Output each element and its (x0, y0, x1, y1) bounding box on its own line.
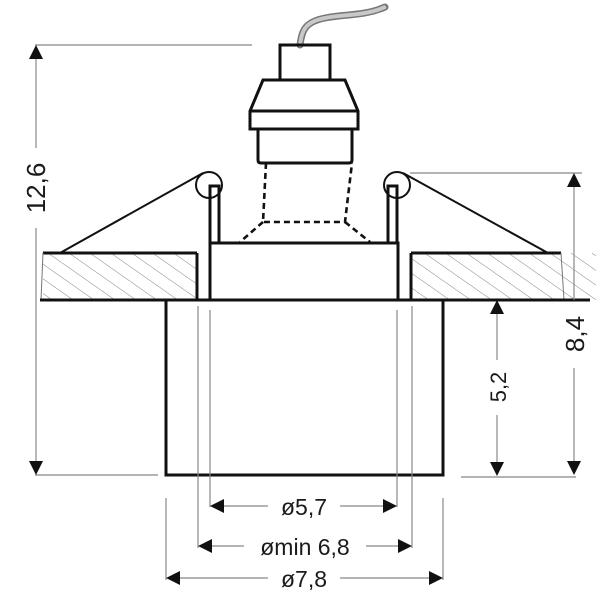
label-cutout-diameter: ømin 6,8 (260, 534, 349, 560)
label-total-height: 12,6 (21, 163, 51, 214)
hex-socket (248, 78, 360, 131)
ceiling-panel-right (409, 251, 596, 301)
dim-inner-diameter: ø5,7 (210, 494, 397, 520)
dim-cutout-diameter: ømin 6,8 (198, 534, 412, 560)
dim-outer-diameter: ø7,8 (166, 566, 443, 592)
dim-visible-height: 5,2 (461, 300, 576, 478)
label-visible-height: 5,2 (486, 372, 511, 403)
left-spring-clip (59, 171, 223, 254)
socket-neck (256, 129, 354, 165)
housing (208, 241, 400, 302)
ceiling-panel-left (40, 251, 199, 301)
lamp-bulb-outline (261, 162, 354, 224)
label-outer-diameter: ø7,8 (281, 566, 327, 592)
label-inner-diameter: ø5,7 (281, 494, 327, 520)
dim-height-below-clip: 8,4 (410, 172, 590, 475)
left-post (208, 184, 221, 245)
trim-cylinder (164, 298, 445, 477)
lamp-holder-cap (278, 43, 332, 82)
right-post (386, 184, 399, 245)
dim-total-height: 12,6 (21, 44, 252, 476)
label-height-below-clip: 8,4 (560, 316, 590, 352)
right-spring-clip (383, 171, 549, 254)
